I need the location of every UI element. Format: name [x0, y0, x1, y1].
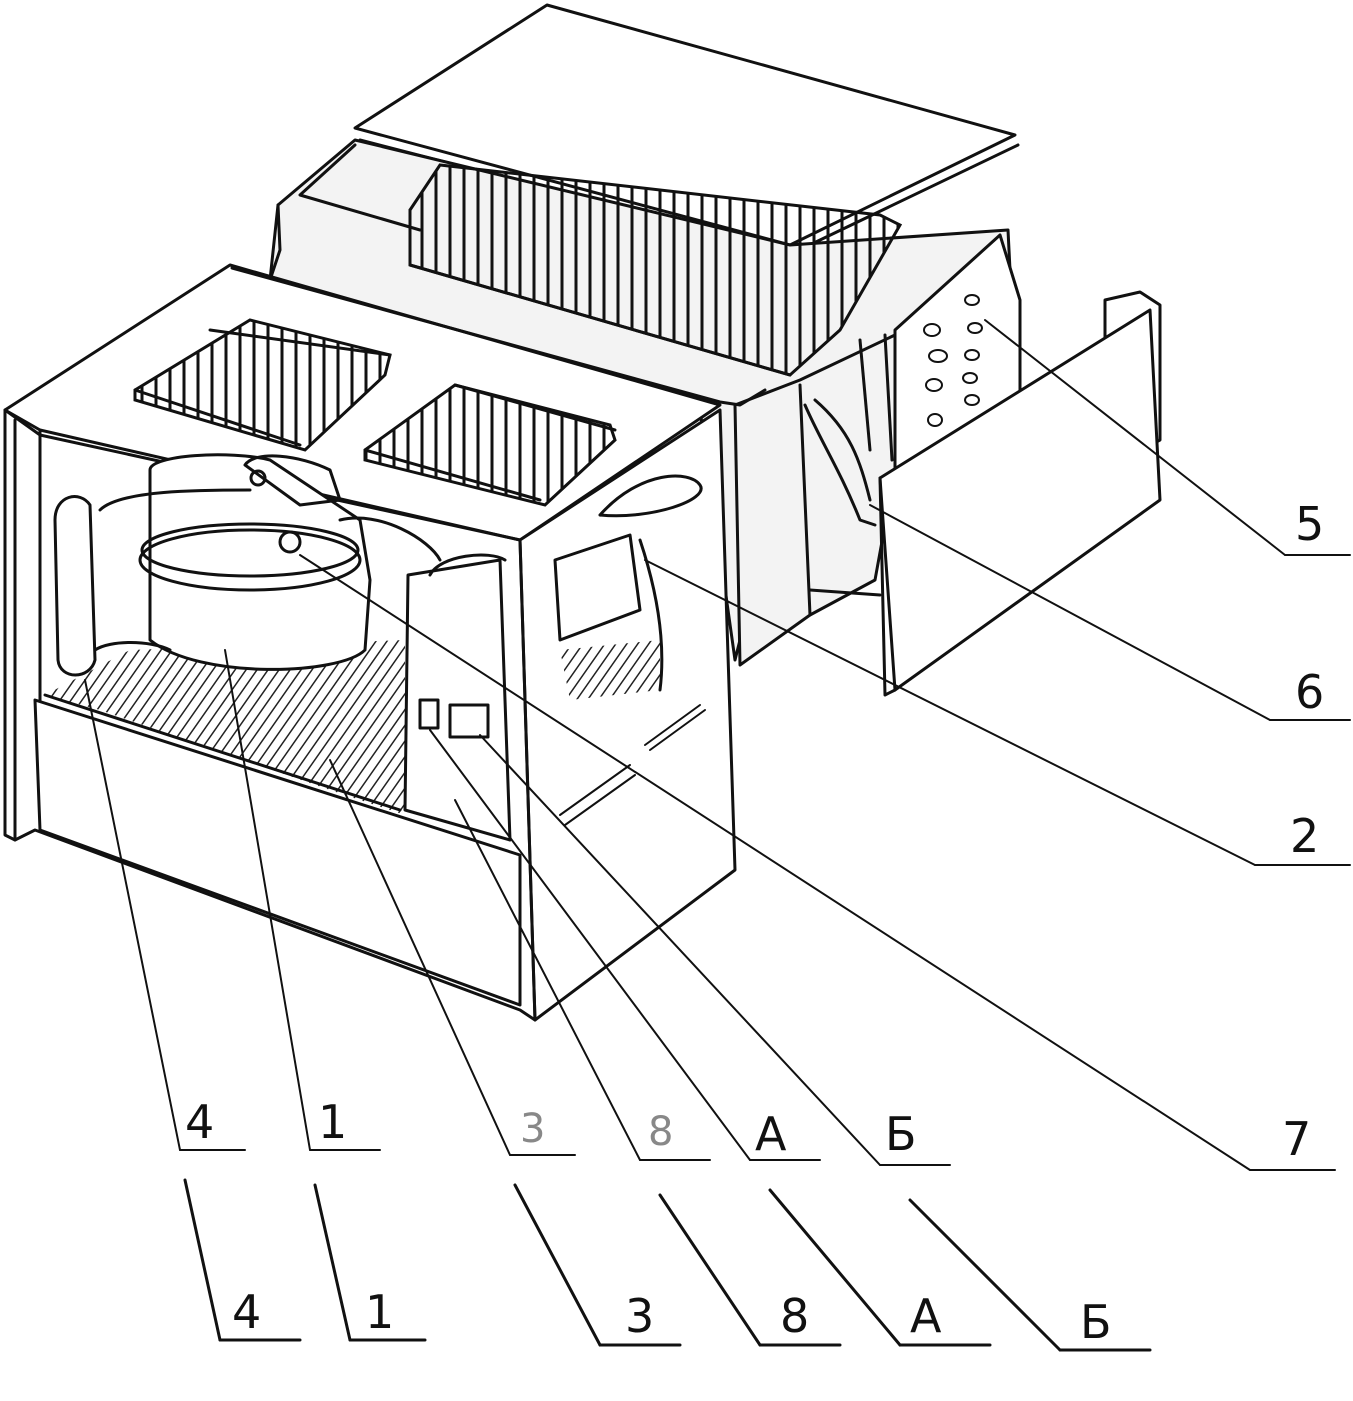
- side-vent-marks: [559, 704, 706, 826]
- bottom-front-plate: [33, 698, 522, 1007]
- label-8-lower: 8: [780, 1289, 809, 1343]
- label-2: 2: [1290, 809, 1319, 863]
- label-3-lower: 3: [625, 1289, 654, 1343]
- label-3: 3: [520, 1106, 545, 1152]
- label-a-lower: А: [910, 1289, 942, 1343]
- control-switch-b: [448, 703, 490, 739]
- label-a: А: [755, 1107, 787, 1161]
- condenser-grille-right: [363, 383, 617, 507]
- receiver-tank: [53, 488, 252, 677]
- label-b: Б: [885, 1107, 917, 1161]
- compressor-module: [3, 263, 767, 1022]
- end-panel-holes: [923, 294, 983, 427]
- control-switch-a: [418, 698, 440, 730]
- label-b-lower: Б: [1080, 1295, 1112, 1349]
- condenser-grille-left: [133, 318, 392, 452]
- label-6: 6: [1295, 665, 1324, 719]
- module-floor: [45, 640, 405, 815]
- label-1: 1: [318, 1095, 347, 1149]
- drawer-front-panel: [878, 308, 1162, 692]
- label-1-lower: 1: [365, 1285, 394, 1339]
- label-5: 5: [1295, 497, 1324, 551]
- control-box: [403, 553, 512, 842]
- label-4: 4: [185, 1095, 214, 1149]
- discharge-pipe: [338, 516, 442, 562]
- expansion-valve: [553, 474, 703, 700]
- callout-labels: 5 6 2 7 4 1 3 8 А Б 4 1 3 8 А Б: [185, 497, 1324, 1349]
- label-7: 7: [1282, 1112, 1311, 1166]
- label-4-lower: 4: [232, 1285, 261, 1339]
- label-8: 8: [648, 1109, 673, 1155]
- leader-lines: [84, 319, 1351, 1352]
- compressor: [138, 453, 372, 671]
